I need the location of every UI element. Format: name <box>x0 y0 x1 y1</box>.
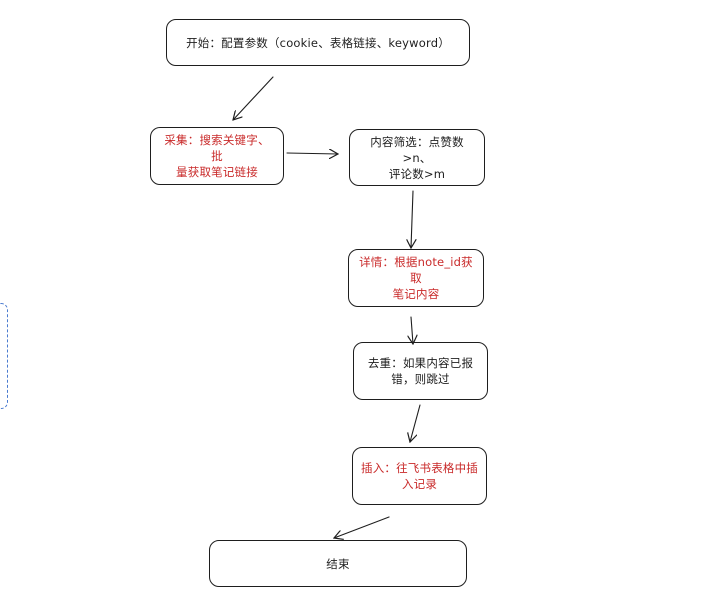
node-filter[interactable]: 内容筛选：点赞数>n、 评论数>m <box>349 129 485 186</box>
node-detail[interactable]: 详情：根据note_id获取 笔记内容 <box>348 249 484 307</box>
node-filter-label: 内容筛选：点赞数>n、 评论数>m <box>370 134 464 181</box>
node-collect-label: 采集：搜索关键字、批 量获取笔记链接 <box>164 133 270 179</box>
node-end[interactable]: 结束 <box>209 540 467 587</box>
node-start[interactable]: 开始：配置参数（cookie、表格链接、keyword） <box>166 19 470 66</box>
node-dedup-label: 去重：如果内容已报 错，则跳过 <box>367 356 474 386</box>
selection-hint <box>0 303 8 409</box>
node-dedup[interactable]: 去重：如果内容已报 错，则跳过 <box>353 342 488 400</box>
node-insert[interactable]: 插入：往飞书表格中插 入记录 <box>352 447 487 505</box>
node-detail-label: 详情：根据note_id获取 笔记内容 <box>359 255 473 301</box>
node-collect[interactable]: 采集：搜索关键字、批 量获取笔记链接 <box>150 127 284 185</box>
node-insert-label: 插入：往飞书表格中插 入记录 <box>361 461 478 491</box>
node-end-label: 结束 <box>326 556 350 571</box>
node-start-label: 开始：配置参数（cookie、表格链接、keyword） <box>186 35 450 50</box>
